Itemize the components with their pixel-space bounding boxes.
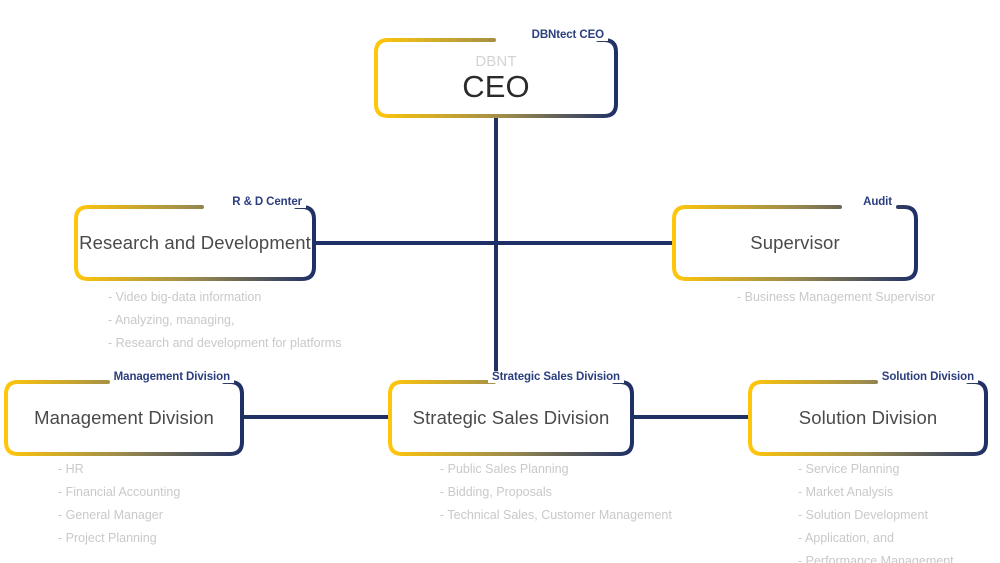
bullet-item: - Technical Sales, Customer Management xyxy=(440,508,672,522)
bullet-item: - Solution Development xyxy=(798,508,928,522)
research-development-box-frame xyxy=(74,205,316,281)
solution-division-tag: Solution Division xyxy=(877,371,978,383)
bullet-item: - Business Management Supervisor xyxy=(737,290,936,304)
solution-division-box: Solution Division Solution Division xyxy=(748,371,988,456)
bullet-item: - Service Planning xyxy=(798,462,900,476)
node-solution-division[interactable]: Solution Division Solution Division xyxy=(748,371,988,456)
supervisor-box: Supervisor Audit xyxy=(672,196,918,281)
connector-sales-to-solution xyxy=(632,415,750,419)
strategic-sales-division-title: Strategic Sales Division xyxy=(412,407,610,428)
supervisor-box-frame xyxy=(672,205,918,281)
ceo-title-block: DBNT CEO xyxy=(374,38,618,118)
strategic-sales-division-box: Strategic Sales Division Strategic Sales… xyxy=(388,371,634,456)
bullet-item: - Performance Management xyxy=(798,554,954,563)
node-supervisor[interactable]: Supervisor Audit xyxy=(672,196,918,281)
strategic-sales-division-box-frame xyxy=(388,380,634,456)
management-division-box-frame xyxy=(4,380,244,456)
supervisor-tag: Audit xyxy=(859,196,896,208)
strategic-sales-division-bullets: - Public Sales Planning - Bidding, Propo… xyxy=(440,458,672,527)
node-research-development[interactable]: Research and Development R & D Center xyxy=(74,196,316,281)
research-development-title: Research and Development xyxy=(79,232,311,253)
management-division-tag: Management Division xyxy=(109,371,234,383)
ceo-tag: DBNtect CEO xyxy=(527,29,608,41)
connector-ceo-trunk xyxy=(494,114,498,382)
ceo-subtitle: DBNT xyxy=(475,52,517,70)
node-ceo[interactable]: DBNT CEO DBNtect CEO xyxy=(374,29,618,118)
bullet-item: - Bidding, Proposals xyxy=(440,485,552,499)
solution-division-title: Solution Division xyxy=(798,407,938,428)
connector-row-rd-supervisor xyxy=(314,241,676,245)
bullet-item: - Financial Accounting xyxy=(58,485,181,499)
ceo-box: DBNT CEO DBNtect CEO xyxy=(374,29,618,118)
management-division-title: Management Division xyxy=(34,407,214,428)
node-strategic-sales-division[interactable]: Strategic Sales Division Strategic Sales… xyxy=(388,371,634,456)
ceo-box-frame xyxy=(374,38,618,118)
bullet-item: - General Manager xyxy=(58,508,163,522)
solution-division-bullets: - Service Planning - Market Analysis - S… xyxy=(798,458,954,563)
ceo-title: CEO xyxy=(462,68,530,104)
connector-management-to-sales xyxy=(242,415,390,419)
supervisor-title: Supervisor xyxy=(750,232,840,253)
bullet-item: - Public Sales Planning xyxy=(440,462,569,476)
research-development-box: Research and Development R & D Center xyxy=(74,196,316,281)
bullet-item: - Video big-data information xyxy=(108,290,262,304)
bullet-item: - Application, and xyxy=(798,531,894,545)
research-development-tag: R & D Center xyxy=(228,196,306,208)
bullet-item: - Market Analysis xyxy=(798,485,894,499)
supervisor-bullets: - Business Management Supervisor xyxy=(737,286,935,309)
research-development-bullets: - Video big-data information - Analyzing… xyxy=(108,286,341,355)
strategic-sales-division-tag: Strategic Sales Division xyxy=(488,371,624,383)
management-division-box: Management Division Management Division xyxy=(4,371,244,456)
bullet-item: - Project Planning xyxy=(58,531,157,545)
solution-division-box-frame xyxy=(748,380,988,456)
bullet-item: - Research and development for platforms xyxy=(108,336,342,350)
management-division-bullets: - HR - Financial Accounting - General Ma… xyxy=(58,458,180,550)
bullet-item: - HR xyxy=(58,462,84,476)
bullet-item: - Analyzing, managing, xyxy=(108,313,235,327)
node-management-division[interactable]: Management Division Management Division xyxy=(4,371,244,456)
